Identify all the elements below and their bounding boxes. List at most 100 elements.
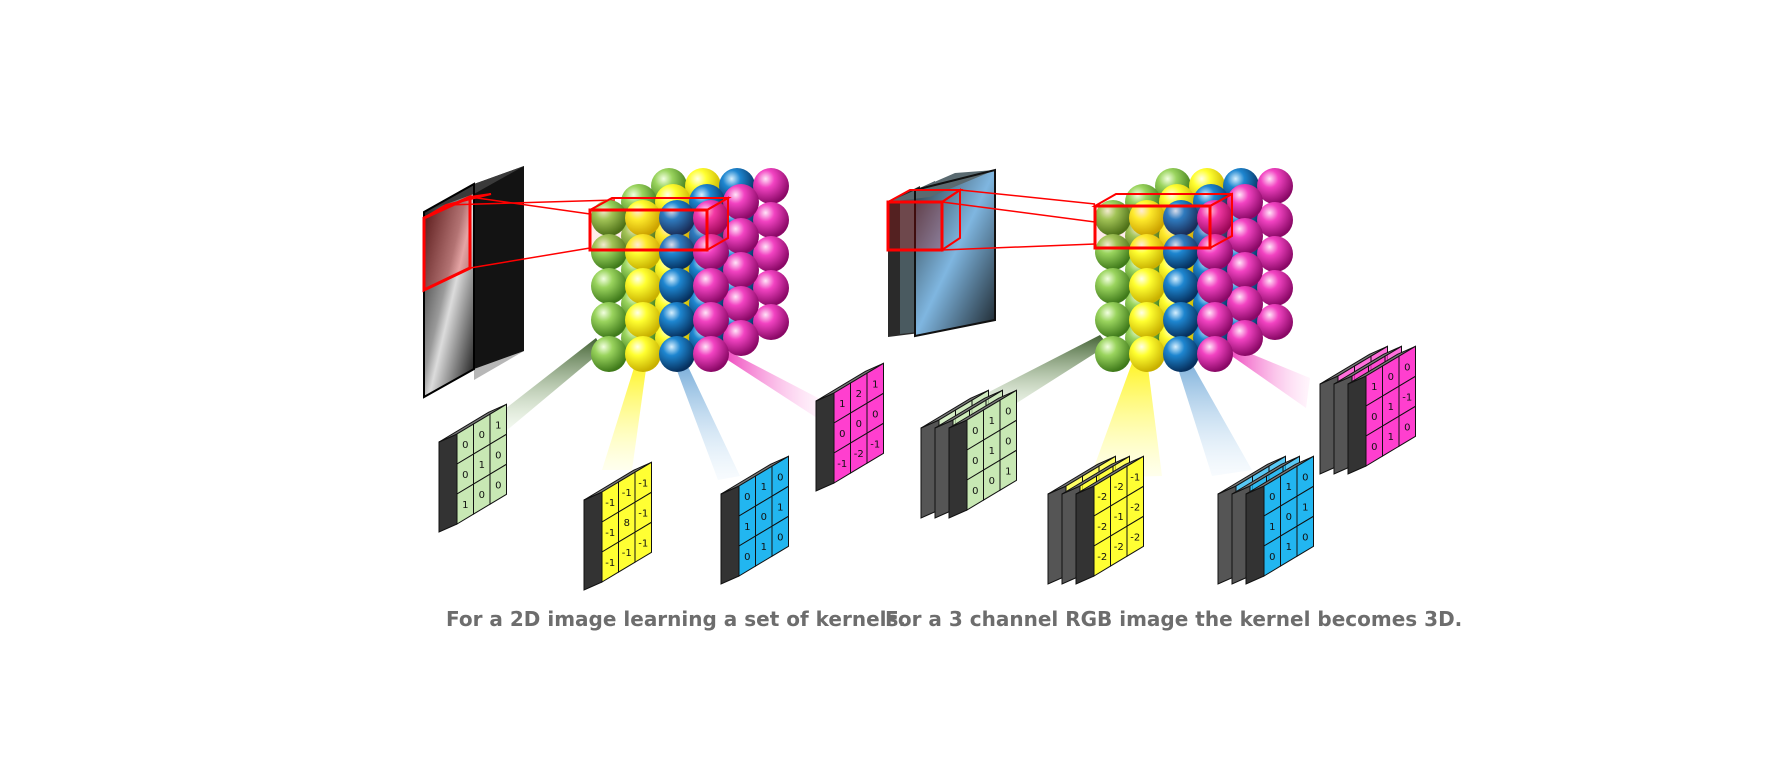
kernel-weight: 0: [1005, 436, 1011, 447]
kernel-weight: -1: [870, 439, 880, 450]
kernels-2d: 001010100-1-1-1-18-1-1-1-101010101012100…: [438, 362, 884, 591]
kernel-yellow-rgb: -2-2-1-2-1-2-2-2-2: [1047, 455, 1144, 585]
kernel-weight: 1: [1371, 382, 1377, 393]
kernel-weight: 8: [624, 518, 630, 529]
neuron-2d-sphere-blue: [659, 268, 695, 304]
neuron-rgb-sphere-magenta: [1257, 270, 1293, 306]
neuron-rgb-sphere-magenta: [1257, 202, 1293, 238]
kernel-weight: -2: [1114, 482, 1124, 493]
kernel-weight: -1: [1130, 472, 1140, 483]
receptive-field-box-2d: [422, 193, 616, 293]
neuron-rgb-sphere-blue: [1163, 200, 1199, 236]
kernel-weight: -2: [1097, 522, 1107, 533]
kernel-weight: 0: [989, 476, 995, 487]
neuron-rgb-sphere-green: [1095, 200, 1131, 236]
kernel-weight: -2: [854, 449, 864, 460]
kernel-weight: 0: [1302, 472, 1308, 483]
neuron-2d-sphere-magenta: [723, 218, 759, 254]
kernel-weight: 0: [479, 430, 485, 441]
kernel-weight: 0: [462, 470, 468, 481]
neuron-2d-sphere-green: [591, 268, 627, 304]
neuron-rgb-sphere-magenta: [1257, 304, 1293, 340]
neuron-2d-sphere-magenta: [723, 252, 759, 288]
kernel-weight: 0: [1286, 512, 1292, 523]
beam-magenta-2d: [720, 350, 822, 420]
neuron-2d-sphere-blue: [659, 302, 695, 338]
beam-magenta-rgb: [1226, 346, 1310, 408]
kernel-weight: -1: [622, 548, 632, 559]
kernel-weight: 0: [1371, 412, 1377, 423]
neuron-rgb-sphere-blue: [1163, 302, 1199, 338]
kernel-weight: -1: [638, 538, 648, 549]
kernel-weight: -1: [1114, 512, 1124, 523]
neuron-2d-sphere-magenta: [753, 202, 789, 238]
neuron-rgb-sphere-green: [1095, 268, 1131, 304]
kernel-weight: 1: [761, 482, 767, 493]
kernel-weight: 0: [1388, 372, 1394, 383]
kernel-weight: 1: [479, 460, 485, 471]
neuron-rgb-sphere-green: [1095, 336, 1131, 372]
beam-blue-2d: [673, 356, 740, 480]
kernel-weight: 0: [839, 429, 845, 440]
neuron-2d-sphere-green: [591, 234, 627, 270]
kernel-weight: 2: [856, 389, 862, 400]
neuron-sphere-cube-2d: [591, 168, 789, 372]
kernel-weight: 0: [856, 419, 862, 430]
neuron-2d-sphere-magenta: [693, 336, 729, 372]
beam-yellow-2d: [602, 355, 648, 470]
kernel-weight: -2: [1130, 502, 1140, 513]
neuron-rgb-sphere-magenta: [1257, 236, 1293, 272]
neuron-sphere-cube-rgb: [1095, 168, 1293, 372]
kernel-weight: -1: [638, 508, 648, 519]
kernel-weight: 0: [1371, 442, 1377, 453]
beam-blue-rgb: [1174, 350, 1252, 476]
caption-2d-kernels: For a 2D image learning a set of kernels…: [446, 607, 906, 631]
neuron-rgb-sphere-magenta: [1197, 234, 1233, 270]
neuron-2d-sphere-green: [591, 336, 627, 372]
kernel-weight: 0: [744, 492, 750, 503]
neuron-rgb-sphere-yellow: [1129, 268, 1165, 304]
neuron-2d-sphere-magenta: [693, 302, 729, 338]
kernel-weight: 0: [1269, 492, 1275, 503]
kernel-weight: 1: [1286, 482, 1292, 493]
receptive-field-box-rgb: [886, 188, 1096, 252]
kernel-weight: 0: [761, 512, 767, 523]
neuron-rgb-sphere-yellow: [1129, 234, 1165, 270]
neuron-rgb-sphere-yellow: [1129, 200, 1165, 236]
neuron-rgb-sphere-magenta: [1257, 168, 1293, 204]
kernel-weight: 0: [495, 480, 501, 491]
neuron-2d-sphere-magenta: [693, 268, 729, 304]
neuron-2d-sphere-magenta: [753, 168, 789, 204]
neuron-rgb-sphere-green: [1095, 234, 1131, 270]
caption-rgb-3d-kernel: For a 3 channel RGB image the kernel bec…: [885, 607, 1463, 631]
kernel-weight: 1: [495, 420, 501, 431]
kernel-weight: 0: [479, 490, 485, 501]
kernel-weight: 1: [1388, 402, 1394, 413]
kernel-weight: 1: [777, 502, 783, 513]
neuron-2d-sphere-magenta: [753, 270, 789, 306]
kernel-weight: 0: [1269, 552, 1275, 563]
neuron-rgb-sphere-green: [1095, 302, 1131, 338]
kernel-weight: 1: [1005, 466, 1011, 477]
kernel-weight: -1: [605, 528, 615, 539]
neuron-rgb-sphere-magenta: [1227, 252, 1263, 288]
kernel-weight: -2: [1097, 492, 1107, 503]
neuron-rgb-sphere-magenta: [1197, 200, 1233, 236]
beam-green-2d: [478, 338, 603, 436]
neuron-2d-sphere-yellow: [625, 234, 661, 270]
kernel-weight: 0: [1005, 406, 1011, 417]
kernel-weight: 1: [761, 542, 767, 553]
kernel-weight: 0: [744, 552, 750, 563]
neuron-2d-sphere-magenta: [753, 236, 789, 272]
kernel-weight: 1: [1269, 522, 1275, 533]
kernel-beams-2d: [478, 338, 822, 480]
kernel-weight: -2: [1130, 532, 1140, 543]
